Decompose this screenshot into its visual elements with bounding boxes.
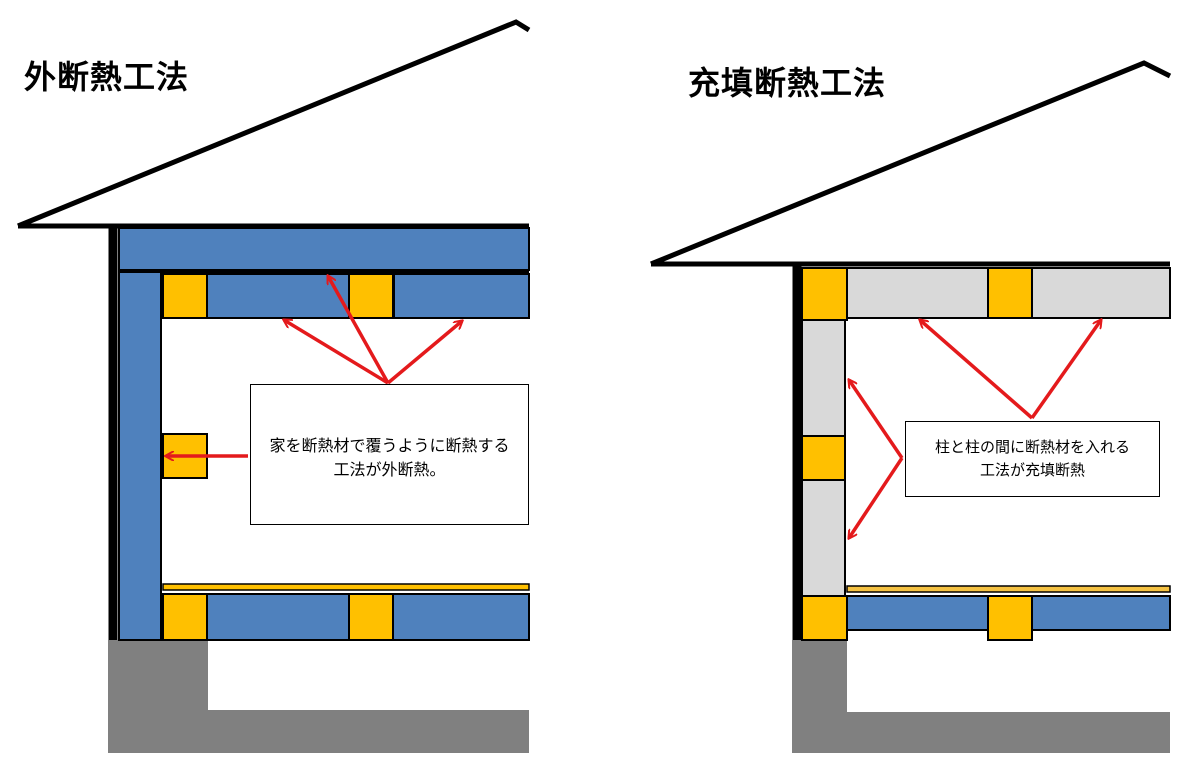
floor-joist-left-2	[348, 593, 394, 641]
callout-left-line-2: 工法が外断熱。	[333, 459, 446, 479]
sill-corner	[801, 595, 848, 641]
wall-post-right	[801, 435, 846, 481]
roof-right	[650, 60, 1172, 267]
filled-insulation-title: 充填断熱工法	[688, 64, 887, 102]
filled-insulation-callout: 柱と柱の間に断熱材を入れる 工法が充填断熱	[905, 421, 1160, 497]
ceiling-joist-1	[162, 273, 208, 319]
foundation-right	[792, 640, 1170, 753]
ceiling-joist-2	[348, 273, 394, 319]
floor-board-left	[162, 583, 530, 591]
foundation-left	[108, 640, 529, 753]
external-insulation-house	[17, 19, 531, 753]
ceiling-insulation-2	[393, 273, 530, 319]
filled-insulation-house	[650, 60, 1172, 753]
ceiling-insulation-1	[206, 273, 350, 319]
callout-right-line-2: 工法が充填断熱	[979, 461, 1085, 479]
arrows-left	[166, 276, 462, 456]
outer-insulation-wall	[118, 271, 162, 641]
floor-joist-right	[987, 595, 1033, 641]
ceiling-filled-1	[846, 267, 989, 319]
callout-right-line-1: 柱と柱の間に断熱材を入れる	[934, 438, 1130, 456]
ceiling-beam-mid	[987, 267, 1033, 319]
floor-board-right	[846, 585, 1171, 593]
floor-joist-left-1	[162, 593, 208, 641]
roof-left	[17, 19, 531, 229]
external-insulation-callout: 家を断熱材で覆うように断熱する 工法が外断熱。	[250, 384, 529, 525]
wall-filled-upper	[801, 319, 846, 437]
ceiling-filled-2	[1031, 267, 1171, 319]
arrows-right	[849, 320, 1101, 538]
callout-left-line-1: 家を断熱材で覆うように断熱する	[269, 435, 510, 455]
ceiling-beam-corner	[801, 267, 848, 321]
external-insulation-title: 外断熱工法	[24, 58, 190, 96]
wall-filled-lower	[801, 479, 846, 597]
outer-insulation-ceiling	[118, 227, 530, 271]
